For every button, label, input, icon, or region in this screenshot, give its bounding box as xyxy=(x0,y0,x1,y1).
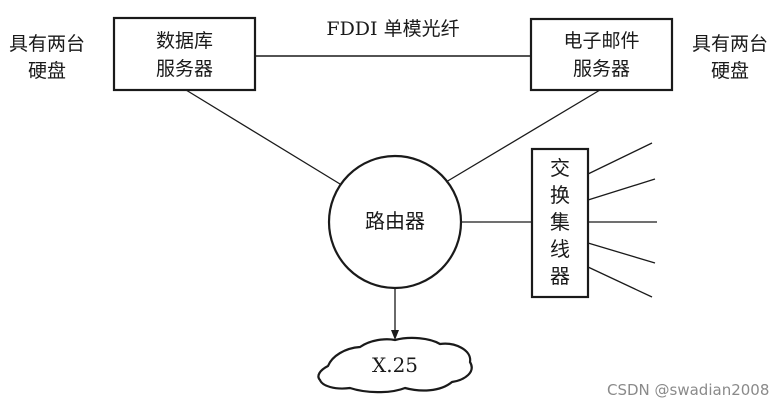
db-server-box xyxy=(112,16,257,92)
x25-label: X.25 xyxy=(371,353,419,377)
db-server-line1: 数据库 xyxy=(155,30,213,52)
hub-char: 交 xyxy=(550,156,570,180)
left-disk-note-line2: 硬盘 xyxy=(27,60,66,82)
email-server-box xyxy=(529,17,674,92)
left-disk-note-line1: 具有两台 xyxy=(8,33,85,55)
x25-cloud xyxy=(317,336,473,394)
email-router-link xyxy=(445,89,601,183)
email-server-line1: 电子邮件 xyxy=(563,30,640,52)
hub-fanout-line xyxy=(587,142,653,175)
hub-char: 集 xyxy=(550,210,570,234)
email-server-line2: 服务器 xyxy=(572,58,630,80)
hub-box xyxy=(530,147,590,299)
right-disk-note-line1: 具有两台 xyxy=(691,33,768,55)
email-server-label: 电子邮件 服务器 xyxy=(531,27,672,83)
right-disk-note-line2: 硬盘 xyxy=(710,60,749,82)
watermark: CSDN @swadian2008 xyxy=(607,381,770,399)
db-server-line2: 服务器 xyxy=(155,58,213,80)
router-label: 路由器 xyxy=(365,209,425,233)
hub-char: 换 xyxy=(550,183,570,207)
hub-fanout-lines xyxy=(587,142,657,298)
right-disk-note: 具有两台 硬盘 xyxy=(685,31,775,85)
hub-fanout-line xyxy=(587,178,656,201)
db-router-link xyxy=(185,89,341,185)
hub-char: 器 xyxy=(550,264,570,288)
hub-fanout-line xyxy=(587,266,653,298)
hub-label: 交 换 集 线 器 xyxy=(532,155,588,290)
left-disk-note: 具有两台 硬盘 xyxy=(2,31,92,85)
fddi-backbone-label: FDDI 单模光纤 xyxy=(326,18,460,40)
arrow-head-icon xyxy=(391,330,399,340)
hub-char: 线 xyxy=(550,237,570,261)
hub-fanout-line xyxy=(587,242,656,264)
db-server-label: 数据库 服务器 xyxy=(114,27,255,83)
